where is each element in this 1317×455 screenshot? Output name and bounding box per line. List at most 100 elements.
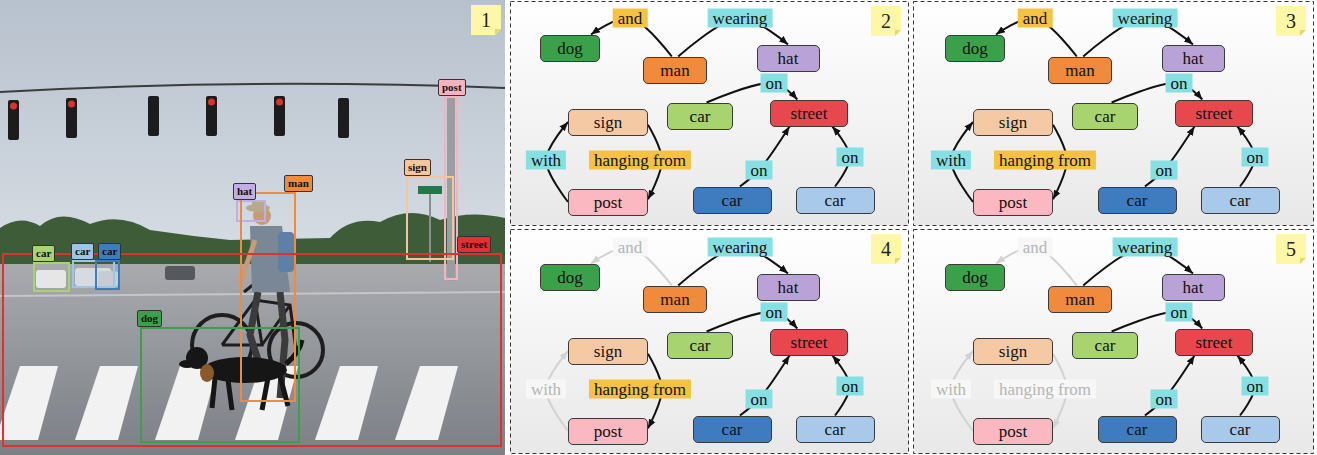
relation-label-holder: hanging from	[994, 151, 1096, 170]
street-photo-part	[8, 96, 349, 140]
box-label: hat	[233, 183, 256, 200]
street-photo-part	[179, 360, 195, 368]
box-label: post	[438, 79, 466, 96]
tag-holder: dog	[137, 308, 162, 327]
object-node: car	[1098, 416, 1177, 443]
node-label: dog	[962, 269, 988, 286]
object-node: post	[568, 189, 648, 216]
street-photo-part	[429, 194, 431, 262]
street-photo-part-part	[75, 366, 138, 440]
street-photo-part	[240, 240, 255, 284]
node-label: street	[791, 334, 828, 351]
relation-label-holder: on	[1151, 390, 1178, 409]
panel-frame-part	[914, 2, 1314, 226]
tag-holder: sign	[404, 157, 431, 176]
object-node: car	[1201, 187, 1280, 214]
object-node: sign	[568, 338, 648, 365]
panel-number: 5	[1286, 238, 1296, 260]
object-node: hat	[1162, 274, 1225, 301]
tag-holder: street	[457, 234, 491, 253]
relation-label-holder: and	[613, 9, 648, 28]
object-node: car	[1201, 416, 1280, 443]
street-photo-part	[212, 340, 302, 410]
street-photo-part-part	[148, 96, 159, 136]
node-label: man	[1065, 62, 1094, 79]
panel-number-holder: 5	[1286, 238, 1296, 260]
street-photo-part-part	[0, 366, 58, 440]
relation-label: with	[931, 380, 971, 399]
relation-label-holder: and	[613, 238, 648, 257]
panel-frame-part	[914, 230, 1314, 454]
relation-label: wearing	[708, 9, 773, 28]
node-label: car	[1095, 108, 1116, 125]
object-node: street	[1175, 329, 1253, 356]
panel-number-holder: 2	[881, 10, 891, 32]
relation-label: and	[1018, 238, 1053, 257]
relation-label-holder: on	[1242, 148, 1269, 167]
relation-label-holder: with	[931, 380, 971, 399]
street-photo-part-part	[68, 101, 75, 108]
street-photo-part	[98, 271, 118, 287]
node-label: sign	[999, 343, 1027, 360]
relation-label-holder: wearing	[1113, 238, 1178, 257]
relation-label: on	[1166, 74, 1193, 93]
relation-label-holder: wearing	[708, 9, 773, 28]
object-node: dog	[540, 264, 600, 291]
relation-label-holder: on	[746, 390, 773, 409]
node-label: car	[722, 192, 743, 209]
object-node: man	[1048, 57, 1112, 84]
object-node: dog	[945, 35, 1005, 62]
relation-label-holder: on	[1166, 303, 1193, 322]
street-photo-part	[0, 84, 505, 92]
street-photo-part	[278, 232, 294, 272]
box-label: dog	[137, 310, 162, 327]
relation-label: hanging from	[994, 151, 1096, 170]
relation-label: with	[526, 151, 566, 170]
bounding-box: car	[95, 260, 120, 290]
node-label: man	[660, 62, 689, 79]
relation-label: on	[1151, 161, 1178, 180]
relation-label: on	[761, 303, 788, 322]
panel-number-holder: 3	[1286, 10, 1296, 32]
object-node: dog	[945, 264, 1005, 291]
relation-label: on	[761, 74, 788, 93]
box-label: car	[98, 243, 121, 260]
bounding-box: street	[2, 253, 502, 447]
street-photo-part-part	[66, 98, 77, 138]
relation-label-holder: on	[1166, 74, 1193, 93]
sticky-note-fold-part	[1300, 258, 1306, 264]
bounding-box: car	[72, 260, 115, 288]
relation-label: with	[526, 380, 566, 399]
relation-label: hanging from	[589, 380, 691, 399]
relation-label-holder: on	[837, 377, 864, 396]
relation-label-holder: with	[931, 151, 971, 170]
street-photo-part-part	[10, 103, 17, 110]
relation-label: and	[613, 238, 648, 257]
panel-number-holder: 4	[881, 238, 891, 260]
object-node: hat	[757, 274, 820, 301]
panel-frame	[511, 2, 1314, 454]
street-photo-part-part	[206, 96, 217, 136]
relation-label: on	[1151, 390, 1178, 409]
street-photo-part	[0, 0, 505, 455]
relation-arrow	[740, 127, 790, 187]
node-label: car	[1230, 192, 1251, 209]
object-node: car	[1072, 103, 1138, 130]
node-label: man	[660, 291, 689, 308]
street-photo-part	[0, 292, 505, 296]
node-label: hat	[1183, 279, 1204, 296]
relation-label: on	[746, 390, 773, 409]
object-node: car	[796, 187, 875, 214]
bounding-box: sign	[406, 176, 454, 260]
node-label: car	[1127, 192, 1148, 209]
object-node: hat	[757, 45, 820, 72]
relation-label: on	[1242, 377, 1269, 396]
node-label: hat	[1183, 50, 1204, 67]
relation-label: on	[837, 148, 864, 167]
relation-label: hanging from	[994, 380, 1096, 399]
sticky-note-part	[471, 5, 501, 35]
relation-label-holder: with	[526, 380, 566, 399]
street-photo-part-part	[315, 366, 378, 440]
object-node: street	[770, 329, 848, 356]
tag-holder: hat	[233, 181, 256, 200]
